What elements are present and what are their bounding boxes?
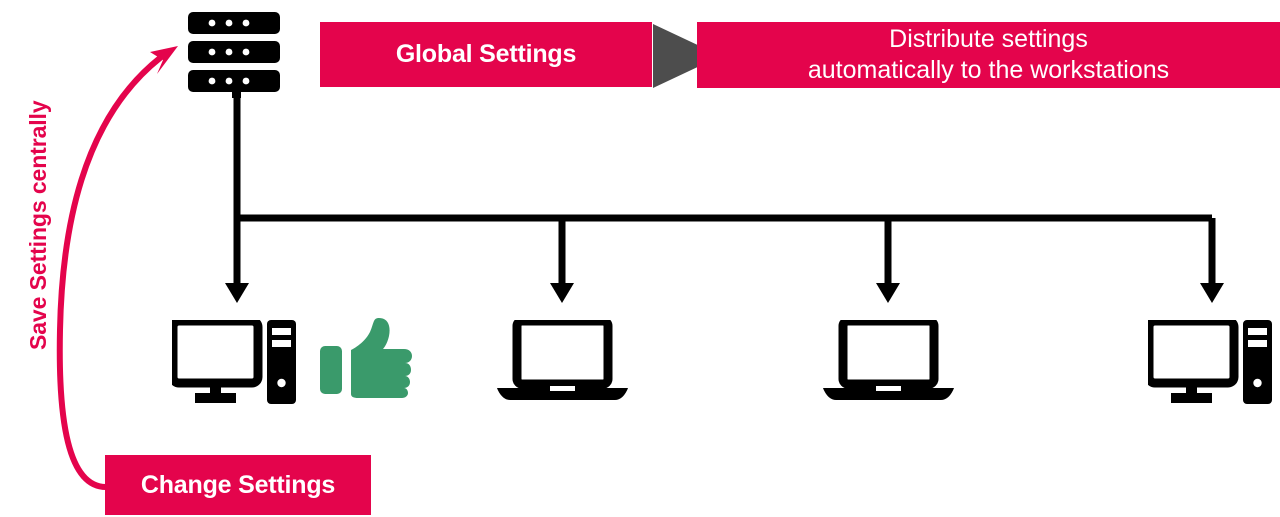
banner-global-settings-label: Global Settings [395,40,577,68]
curved-arrow-icon [56,46,178,490]
server-icon [188,12,280,98]
banner-distribute-line2: automatically to the workstations [807,56,1170,84]
thumbs-up-icon [320,318,412,398]
laptop-icon [823,320,954,400]
desktop-computer-icon [172,320,296,404]
banner-distribute-settings[interactable]: Distribute settings automatically to the… [697,22,1280,88]
laptop-icon [497,320,628,400]
banner-distribute-line1: Distribute settings [889,25,1088,53]
banner-global-settings[interactable]: Global Settings [320,22,652,87]
banner-change-settings[interactable]: Change Settings [105,455,371,515]
vertical-label-save-settings-centrally: Save Settings centrally [25,100,51,350]
banner-change-settings-label: Change Settings [140,470,336,499]
desktop-computer-icon [1148,320,1272,404]
